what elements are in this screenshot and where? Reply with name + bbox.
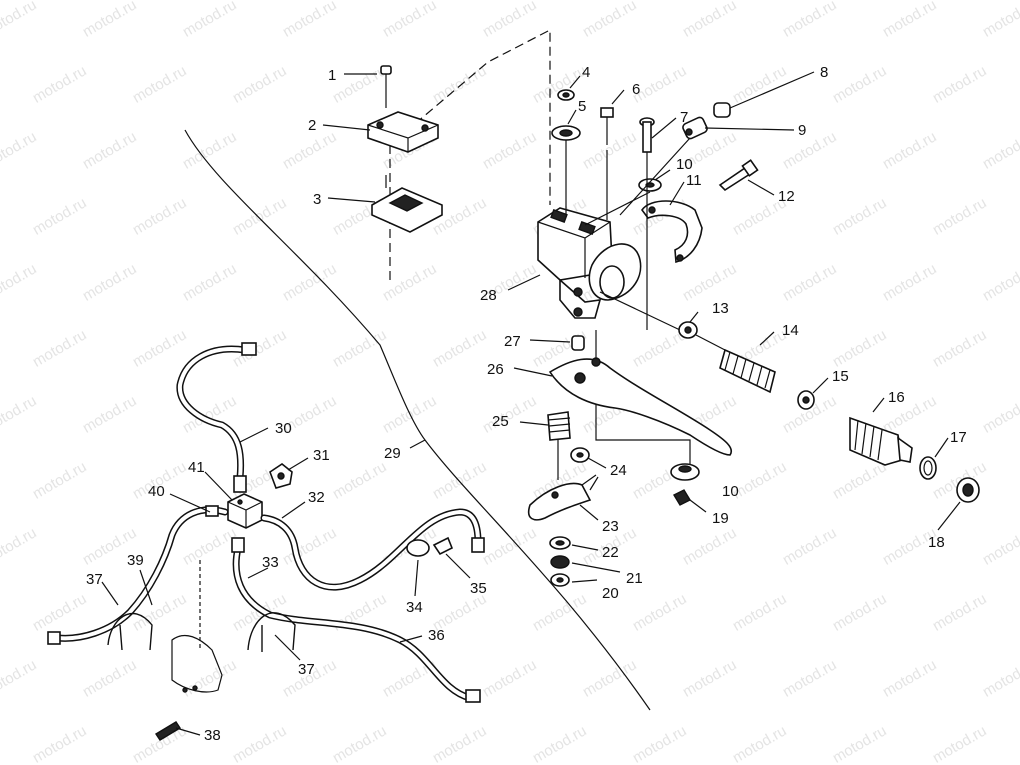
part-bolt-6 (600, 107, 614, 145)
callout-6: 6 (632, 81, 640, 98)
guide-lines (565, 137, 691, 470)
callout-15: 15 (832, 368, 849, 385)
callout-16: 16 (888, 389, 905, 406)
callout-3: 3 (313, 191, 321, 208)
part-pin-7 (639, 117, 655, 153)
callout-30: 30 (275, 420, 292, 437)
part-bolt-12 (718, 159, 759, 192)
part-hose-33 (231, 537, 481, 703)
callout-34: 34 (406, 599, 423, 616)
callout-37b: 37 (298, 661, 315, 678)
part-hose-30 (176, 342, 257, 493)
part-diaphragm (371, 175, 443, 233)
callout-32: 32 (308, 489, 325, 506)
part-nut-19 (673, 489, 691, 506)
callout-8: 8 (820, 64, 828, 81)
callout-29: 29 (384, 445, 401, 462)
dashed-enclosure (389, 29, 551, 280)
callout-24: 24 (610, 462, 627, 479)
part-clamp-11 (641, 200, 703, 264)
leader-lines (101, 71, 961, 736)
callout-27: 27 (504, 333, 521, 350)
part-hose-32 (260, 508, 485, 591)
callout-33: 33 (262, 554, 279, 571)
callout-21: 21 (626, 570, 643, 587)
part-spring-14 (719, 348, 776, 394)
callout-7: 7 (680, 109, 688, 126)
part-lever-26 (548, 357, 732, 456)
part-block-41 (227, 493, 263, 529)
callout-20: 20 (602, 585, 619, 602)
part-guide-37b (247, 612, 296, 652)
part-nut-20 (550, 573, 570, 587)
callout-36: 36 (428, 627, 445, 644)
part-fitting-8 (713, 102, 731, 118)
part-banjo-31 (269, 463, 293, 489)
part-washer-10a (638, 178, 662, 192)
callout-14: 14 (782, 322, 799, 339)
callout-18: 18 (928, 534, 945, 551)
callout-12: 12 (778, 188, 795, 205)
part-cap-18 (956, 477, 980, 503)
part-seal-5 (551, 125, 581, 141)
part-washer-21 (550, 555, 570, 569)
callout-labels: 1 2 3 4 5 6 7 8 9 10 10 11 12 13 14 15 1… (86, 64, 967, 744)
section-divider (184, 129, 651, 711)
callout-4: 4 (582, 64, 590, 81)
callout-2: 2 (308, 117, 316, 134)
callout-22: 22 (602, 544, 619, 561)
callout-39: 39 (127, 552, 144, 569)
part-clip-34 (406, 539, 430, 557)
part-clip-35 (432, 536, 454, 556)
part-guide-37a (107, 612, 153, 651)
callout-13: 13 (712, 300, 729, 317)
part-washer-13 (678, 321, 698, 339)
part-frame-detail (171, 560, 223, 693)
callout-1: 1 (328, 67, 336, 84)
callout-10a: 10 (676, 156, 693, 173)
part-fitting-9 (682, 116, 708, 140)
part-bushing-27 (571, 335, 585, 351)
part-washer-15 (797, 390, 815, 410)
callout-38: 38 (204, 727, 221, 744)
part-nut-4 (557, 89, 575, 101)
part-spring-25 (547, 411, 571, 441)
part-bracket-23 (527, 474, 599, 521)
callout-41: 41 (188, 459, 205, 476)
callout-10b: 10 (722, 483, 739, 500)
callout-31: 31 (313, 447, 330, 464)
callout-26: 26 (487, 361, 504, 378)
part-reservoir-cover (367, 111, 439, 153)
part-master-cylinder (537, 207, 642, 319)
part-bolt-38 (155, 721, 181, 741)
callout-23: 23 (602, 518, 619, 535)
part-boot-16 (849, 416, 913, 466)
callout-19: 19 (712, 510, 729, 527)
callout-5: 5 (578, 98, 586, 115)
part-washer-10b (670, 463, 700, 481)
callout-11: 11 (686, 172, 702, 189)
callout-35: 35 (470, 580, 487, 597)
callout-25: 25 (492, 413, 509, 430)
callout-17: 17 (950, 429, 967, 446)
part-oring-17 (919, 456, 937, 480)
part-washer-22 (549, 536, 571, 550)
part-screw-1 (380, 65, 392, 108)
callout-37a: 37 (86, 571, 103, 588)
part-hose-40 (47, 505, 229, 645)
callout-40: 40 (148, 483, 165, 500)
callout-9: 9 (798, 122, 806, 139)
part-nut-24 (570, 447, 590, 463)
callout-28: 28 (480, 287, 497, 304)
